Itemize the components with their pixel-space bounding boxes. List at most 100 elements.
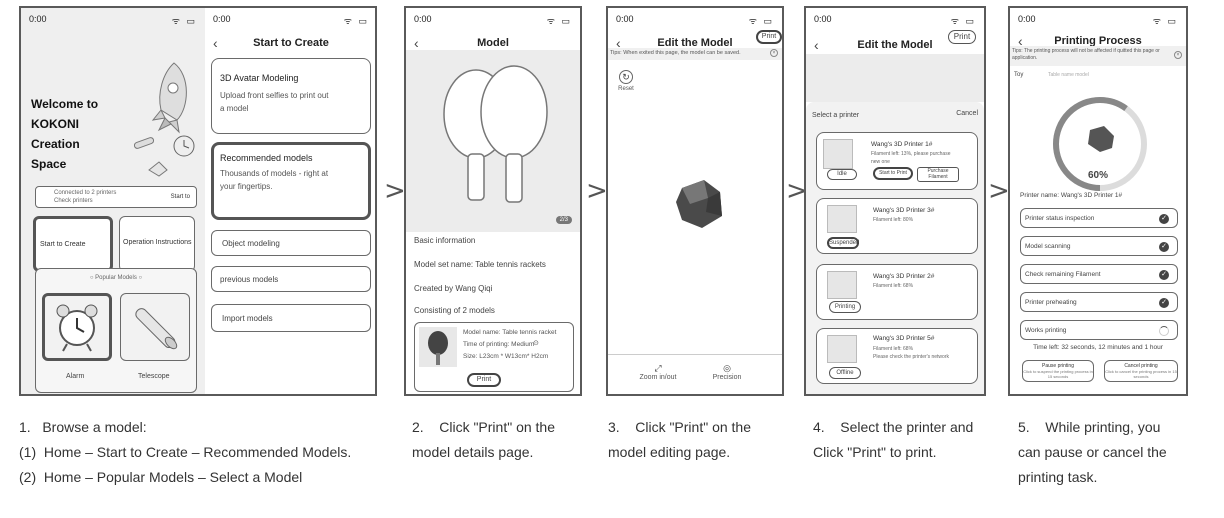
printer-name: Wang's 3D Printer 1# bbox=[871, 141, 933, 148]
clock-icon: ⊙ bbox=[533, 340, 539, 347]
racket-thumbnail bbox=[419, 327, 457, 367]
page-title: Edit the Model bbox=[657, 37, 733, 49]
caption-line: 5. While printing, you bbox=[1018, 419, 1161, 435]
avatar-modeling-card[interactable]: 3D Avatar Modeling Upload front selfies … bbox=[211, 58, 371, 134]
object-modeling-button[interactable]: Object modeling bbox=[211, 230, 371, 256]
step-label: Model scanning bbox=[1025, 243, 1071, 250]
recommended-models-card[interactable]: Recommended models Thousands of models -… bbox=[211, 142, 371, 220]
back-chevron-icon[interactable]: ‹ bbox=[1018, 33, 1023, 49]
navbar: ‹ Start to Create bbox=[205, 30, 375, 56]
page-indicator: 2/3 bbox=[555, 216, 572, 224]
avatar-desc-line: Upload front selfies to print out bbox=[220, 91, 329, 100]
status-bar: 0:00 ᯤ ▭ bbox=[414, 14, 572, 26]
progress-arc bbox=[1053, 97, 1147, 191]
dimmed-background bbox=[806, 54, 984, 102]
next-arrow-icon: > bbox=[586, 176, 608, 206]
start-to-create-button[interactable]: Start to Create bbox=[33, 216, 113, 272]
check-icon: ✓ bbox=[1159, 214, 1169, 224]
recommended-desc-line: your fingertips. bbox=[220, 182, 273, 191]
caption-line: model details page. bbox=[412, 444, 534, 460]
avatar-desc-line: a model bbox=[220, 104, 249, 113]
back-chevron-icon[interactable]: ‹ bbox=[414, 35, 419, 51]
recommended-models-title: Recommended models bbox=[220, 153, 313, 163]
printer-name: Wang's 3D Printer 2# bbox=[873, 273, 935, 280]
next-arrow-icon: > bbox=[786, 176, 808, 206]
cancel-printing-button[interactable]: Cancel printing Click to cancel the prin… bbox=[1104, 360, 1178, 382]
operation-instructions-button[interactable]: Operation Instructions bbox=[119, 216, 195, 272]
model-preview[interactable]: 2/3 bbox=[406, 50, 580, 232]
home-panel: 0:00 ᯤ ▭ Welcome to KOKONI Creation Spac… bbox=[21, 8, 205, 394]
printer-info: Filament left: 68% bbox=[873, 283, 914, 289]
basic-info-heading: Basic information bbox=[414, 236, 476, 245]
status-badge: Suspended bbox=[827, 237, 859, 249]
caption-line: (2) Home – Popular Models – Select a Mod… bbox=[19, 469, 303, 485]
zoom-button[interactable]: ⤢ Zoom in/out bbox=[628, 363, 688, 381]
object-modeling-label: Object modeling bbox=[222, 239, 280, 248]
caption-line: 1. Browse a model: bbox=[19, 419, 147, 435]
reset-button[interactable]: ↻ Reset bbox=[616, 70, 636, 92]
previous-models-button[interactable]: previous models bbox=[211, 266, 371, 292]
caption-line: Click "Print" to print. bbox=[813, 444, 937, 460]
close-tips-icon[interactable]: × bbox=[1174, 51, 1182, 59]
previous-models-label: previous models bbox=[220, 275, 279, 284]
printer-image bbox=[827, 205, 857, 233]
time-of-printing: Time of printing: Medium bbox=[463, 341, 535, 348]
start-to-create-panel: 0:00 ᯤ ▭ ‹ Start to Create 3D Avatar Mod… bbox=[205, 8, 375, 394]
cancel-link[interactable]: Cancel bbox=[956, 110, 978, 117]
page-title: Start to Create bbox=[253, 37, 329, 49]
progress-percent: 60% bbox=[1087, 170, 1108, 181]
pause-printing-title: Pause printing bbox=[1042, 363, 1074, 369]
purchase-filament-button[interactable]: Purchase Filament bbox=[917, 167, 959, 182]
phone-screen-model: 0:00 ᯤ ▭ ‹ Model 2/3 Basic information M… bbox=[404, 6, 582, 396]
back-chevron-icon[interactable]: ‹ bbox=[616, 35, 621, 51]
phone-screen-edit: 0:00 ᯤ ▭ ‹ Edit the Model Print Tips: Wh… bbox=[606, 6, 784, 396]
precision-label: Precision bbox=[712, 374, 742, 381]
model-card-alarm[interactable] bbox=[42, 293, 112, 361]
caption-line: 3. Click "Print" on the bbox=[608, 419, 751, 435]
start-to-print-button[interactable]: Start to Print bbox=[873, 167, 913, 180]
print-button[interactable]: Print bbox=[948, 30, 976, 44]
import-models-button[interactable]: Import models bbox=[211, 304, 371, 332]
step-row: Model scanning ✓ bbox=[1020, 236, 1178, 256]
start-to-text: Start to bbox=[170, 194, 190, 200]
recommended-models-desc: Thousands of models - right at your fing… bbox=[220, 167, 328, 193]
caption-step-2: 2. Click "Print" on the model details pa… bbox=[412, 415, 555, 465]
print-button[interactable]: Print bbox=[467, 373, 501, 387]
printer-card[interactable]: Wang's 3D Printer 2# Filament left: 68% … bbox=[816, 264, 978, 320]
reset-icon: ↻ bbox=[619, 70, 633, 84]
rock-model-image[interactable] bbox=[672, 176, 726, 232]
status-icons: ᯤ ▭ bbox=[171, 16, 197, 26]
welcome-line: Space bbox=[31, 157, 67, 171]
rocket-illustration bbox=[133, 62, 195, 177]
printer-info: Filament left: 80% bbox=[873, 217, 914, 223]
caption-line: printing task. bbox=[1018, 469, 1098, 485]
status-badge: Printing bbox=[829, 301, 861, 313]
printer-card[interactable]: Wang's 3D Printer 3# Filament left: 80% … bbox=[816, 198, 978, 254]
avatar-modeling-desc: Upload front selfies to print out a mode… bbox=[220, 89, 329, 115]
status-bar: 0:00 ᯤ ▭ bbox=[616, 14, 774, 26]
back-chevron-icon[interactable]: ‹ bbox=[213, 35, 218, 51]
popular-models-title: ○ Popular Models ○ bbox=[89, 275, 143, 281]
connection-banner[interactable]: Connected to 2 printers Check printers S… bbox=[35, 186, 197, 208]
status-icons: ᯤ ▭ bbox=[343, 16, 369, 26]
close-tips-icon[interactable]: × bbox=[770, 49, 778, 57]
print-button[interactable]: Print bbox=[756, 30, 782, 44]
back-chevron-icon[interactable]: ‹ bbox=[814, 37, 819, 53]
printer-card[interactable]: Wang's 3D Printer 5# Filament left: 68% … bbox=[816, 328, 978, 384]
welcome-title: Welcome to KOKONI Creation Space bbox=[31, 94, 98, 174]
pause-printing-button[interactable]: Pause printing Click to suspend the prin… bbox=[1022, 360, 1094, 382]
status-icons: ᯤ ▭ bbox=[546, 16, 572, 26]
navbar: ‹ Edit the Model bbox=[806, 32, 984, 58]
printer-image bbox=[823, 139, 853, 169]
step-row: Printer status inspection ✓ bbox=[1020, 208, 1178, 228]
telescope-icon bbox=[135, 308, 178, 350]
printer-card[interactable]: Wang's 3D Printer 1# Filament left: 13%,… bbox=[816, 132, 978, 190]
cancel-printing-title: Cancel printing bbox=[1124, 363, 1158, 369]
step-row: Check remaining Filament ✓ bbox=[1020, 264, 1178, 284]
caption-line: 2. Click "Print" on the bbox=[412, 419, 555, 435]
precision-button[interactable]: ◎ Precision bbox=[702, 363, 752, 381]
model-card-telescope[interactable] bbox=[120, 293, 190, 361]
printer-image bbox=[827, 335, 857, 363]
cancel-printing-desc: Click to cancel the printing process in … bbox=[1105, 369, 1177, 379]
model-set-name: Model set name: Table tennis rackets bbox=[414, 260, 546, 269]
